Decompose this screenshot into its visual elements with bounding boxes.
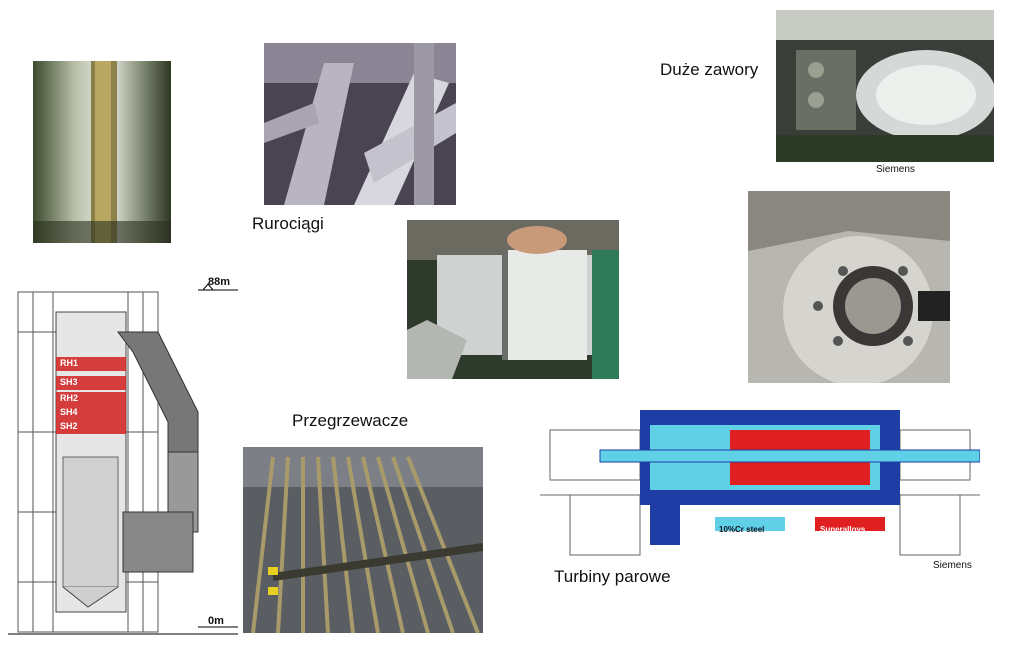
- boiler-section-label: RH2: [60, 393, 79, 403]
- boiler-bottom-height: 0m: [208, 615, 224, 627]
- boiler-top-height: 88m: [208, 276, 231, 288]
- turbine-legend-steel: 10%Cr steel: [719, 525, 765, 534]
- valves-credit: Siemens: [876, 164, 915, 175]
- boiler-drawing: [8, 272, 238, 637]
- boiler-section-label: RH1: [60, 358, 79, 368]
- valve-internal-photo: [748, 191, 950, 383]
- valves-caption: Duże zawory: [660, 60, 759, 79]
- boiler-section-label: SH3: [60, 377, 78, 387]
- pipe-coupling-photo: [407, 220, 619, 379]
- pipelines-caption: Rurociągi: [252, 214, 324, 233]
- turbine-credit: Siemens: [933, 560, 972, 571]
- pipelines-photo: [264, 43, 456, 205]
- boiler-section-label: SH4: [60, 407, 78, 417]
- valve-photo: [776, 10, 994, 162]
- turbine-drawing: [540, 385, 980, 560]
- pipe-weld-photo: [33, 61, 171, 243]
- turbines-caption: Turbiny parowe: [554, 567, 671, 586]
- superheater-tubes-photo: [243, 447, 483, 633]
- boiler-section-label: SH2: [60, 421, 78, 431]
- turbine-legend-superalloys: Superalloys: [820, 525, 866, 534]
- superheaters-caption: Przegrzewacze: [292, 411, 409, 430]
